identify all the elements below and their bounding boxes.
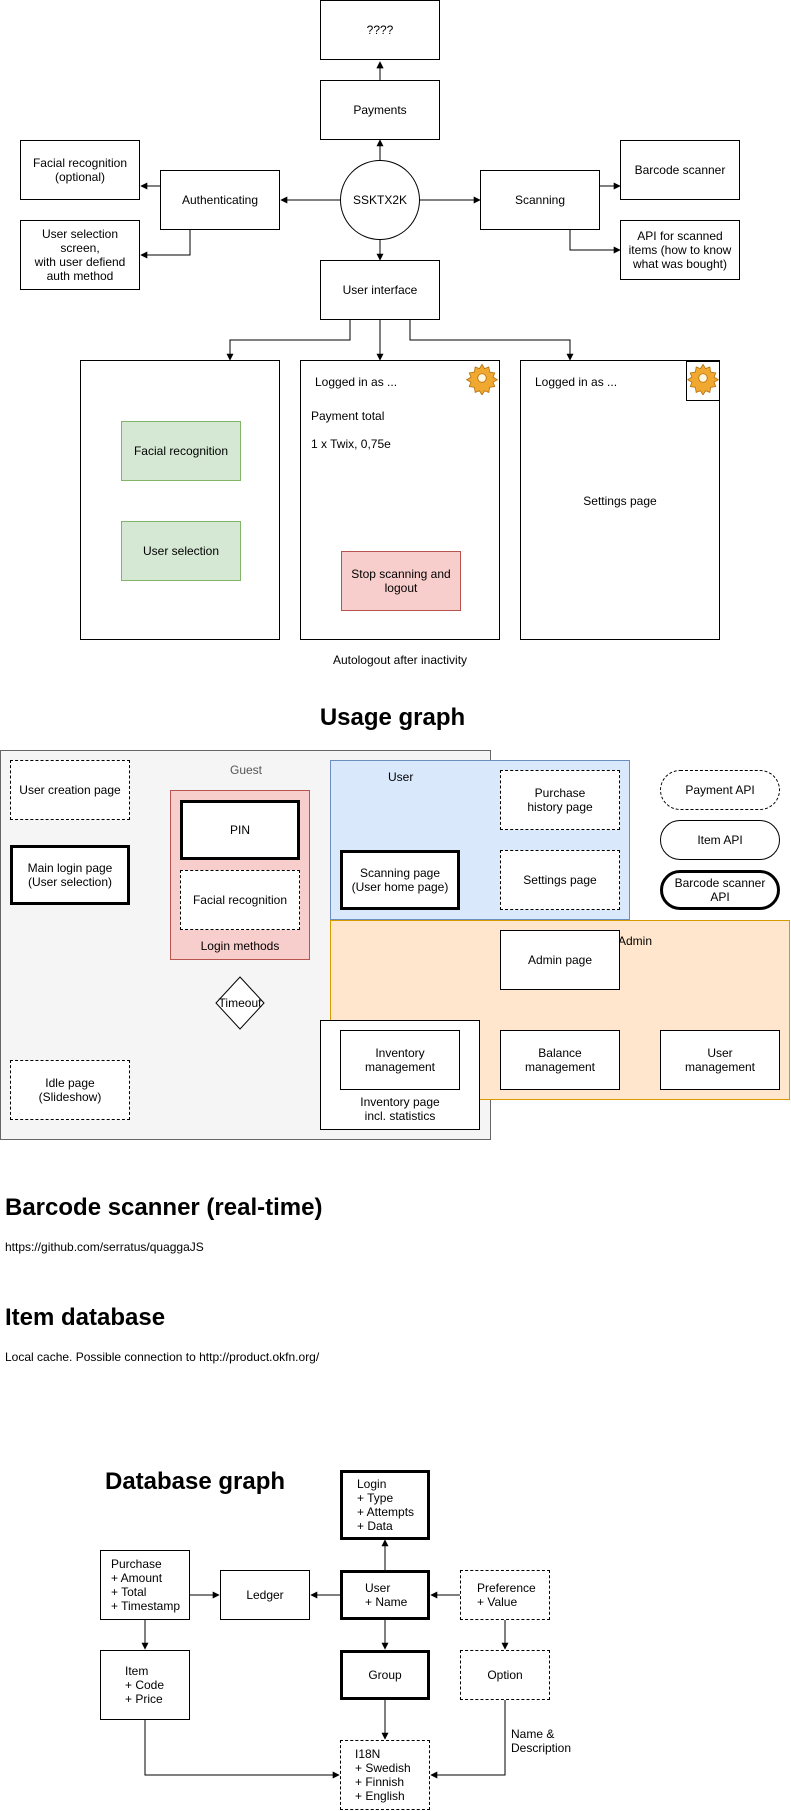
- settings-page-node: Settings page: [500, 850, 620, 910]
- guest-zone-label: Guest: [230, 763, 263, 777]
- inventory-management: Inventory management: [340, 1030, 460, 1090]
- admin-page: Admin page: [500, 930, 620, 990]
- facial-recognition-button: Facial recognition: [121, 421, 241, 481]
- legend-item-api: Item API: [660, 820, 780, 860]
- gear-frame: [686, 361, 720, 401]
- barcode-heading: Barcode scanner (real-time): [5, 1194, 323, 1221]
- user-interface-node: User interface: [320, 260, 440, 320]
- payments-node: Payments: [320, 80, 440, 140]
- item-database-heading: Item database: [5, 1304, 166, 1331]
- inventory-page-label: Inventory page incl. statistics: [360, 1095, 440, 1123]
- scanning-screen-mockup: Logged in as ... Payment total 1 x Twix,…: [300, 360, 500, 640]
- balance-management: Balance management: [500, 1030, 620, 1090]
- admin-zone-label: Admin: [618, 934, 653, 948]
- login-entity: Login + Type + Attempts + Data: [340, 1470, 430, 1540]
- barcode-scanner-node: Barcode scanner: [620, 140, 740, 200]
- legend-barcode-api: Barcode scanner API: [660, 870, 780, 910]
- timeout-label: Timeout: [218, 996, 262, 1010]
- legend-payment-api: Payment API: [660, 770, 780, 810]
- item-entity: Item + Code + Price: [100, 1650, 190, 1720]
- settings-page-label: Settings page: [583, 494, 657, 508]
- login-screen-mockup: Facial recognition User selection: [80, 360, 280, 640]
- unknown-node: ????: [320, 0, 440, 60]
- logged-in-label: Logged in as ...: [315, 375, 398, 389]
- payment-total-label: Payment total: [311, 409, 385, 423]
- stop-scanning-button: Stop scanning and logout: [341, 551, 461, 611]
- preference-entity: Preference + Value: [460, 1570, 550, 1620]
- user-zone-label: User: [388, 770, 414, 784]
- usage-graph-title: Usage graph: [319, 704, 466, 731]
- scanning-page: Scanning page (User home page): [340, 850, 460, 910]
- pin-node: PIN: [180, 800, 300, 860]
- settings-screen-mockup: Logged in as ... Settings page: [520, 360, 720, 640]
- timeout-diamond: [215, 976, 265, 1030]
- authenticating-node: Authenticating: [160, 170, 280, 230]
- ledger-entity: Ledger: [220, 1570, 310, 1620]
- facial-recognition-node: Facial recognition: [180, 870, 300, 930]
- gear-icon: [465, 363, 499, 395]
- i18n-entity: I18N + Swedish + Finnish + English: [340, 1740, 430, 1810]
- item-database-text: Local cache. Possible connection to http…: [5, 1350, 320, 1364]
- name-description-label: Name & Description: [511, 1727, 572, 1755]
- purchase-history-page: Purchase history page: [500, 770, 620, 830]
- autologout-note: Autologout after inactivity: [332, 653, 468, 667]
- database-graph-title: Database graph: [105, 1468, 286, 1495]
- group-entity: Group: [340, 1650, 430, 1700]
- user-selection-button: User selection: [121, 521, 241, 581]
- purchase-entity: Purchase + Amount + Total + Timestamp: [100, 1550, 190, 1620]
- scanning-node: Scanning: [480, 170, 600, 230]
- main-login-page: Main login page (User selection): [10, 845, 130, 905]
- barcode-link[interactable]: https://github.com/serratus/quaggaJS: [5, 1240, 204, 1254]
- logged-in-label: Logged in as ...: [535, 375, 618, 389]
- facial-optional-node: Facial recognition (optional): [20, 140, 140, 200]
- idle-page: Idle page (Slideshow): [10, 1060, 130, 1120]
- api-scanned-node: API for scanned items (how to know what …: [620, 220, 740, 280]
- gear-icon: [686, 363, 720, 395]
- item-line-label: 1 x Twix, 0,75e: [311, 437, 391, 451]
- core-node: SSKTX2K: [340, 160, 420, 240]
- option-entity: Option: [460, 1650, 550, 1700]
- user-selection-screen-node: User selection screen, with user defiend…: [20, 220, 140, 290]
- login-methods-label: Login methods: [200, 939, 280, 953]
- user-management: User management: [660, 1030, 780, 1090]
- user-entity: User + Name: [340, 1570, 430, 1620]
- user-creation-page: User creation page: [10, 760, 130, 820]
